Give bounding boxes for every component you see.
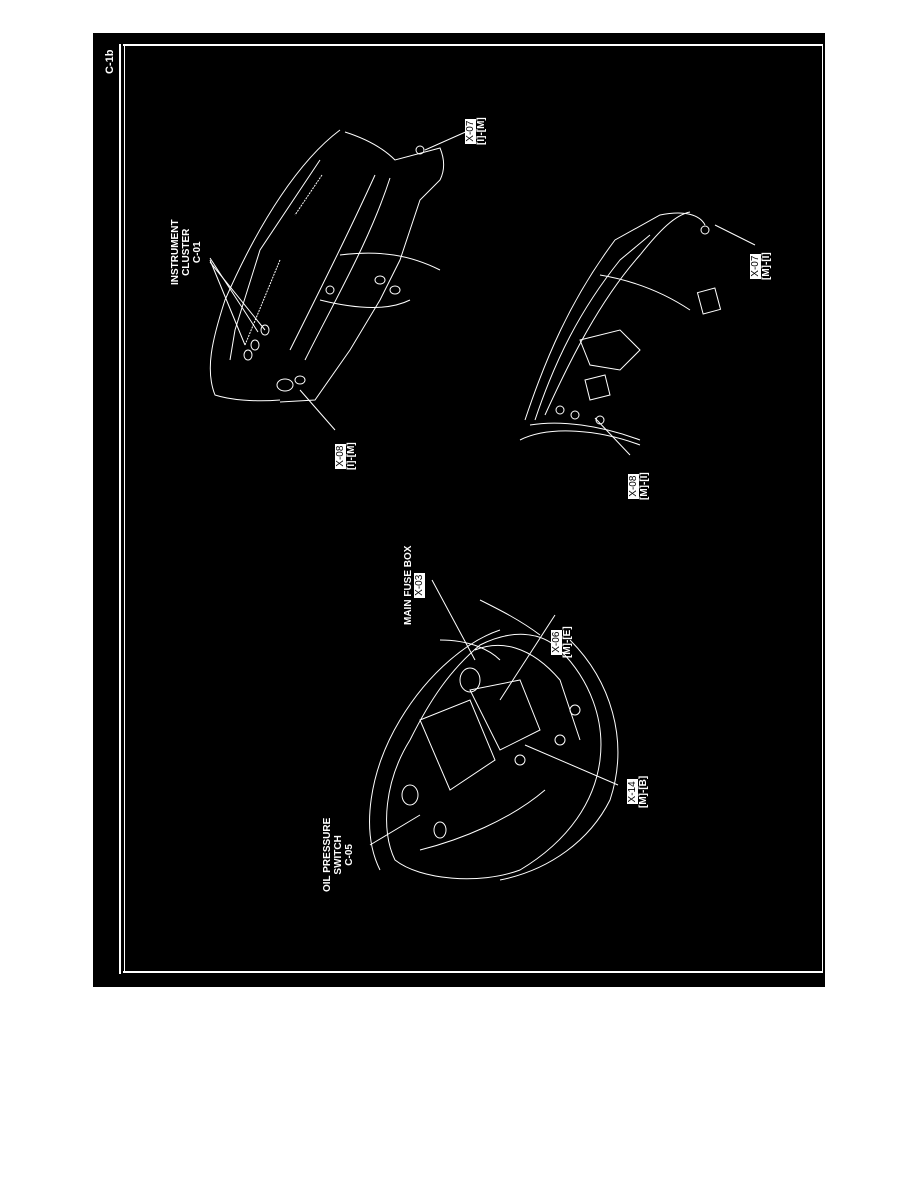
- connector-x08-instrument: X-08 [I]-[M]: [335, 442, 357, 470]
- connector-x07-rear: X-07 [M]-[I]: [750, 252, 772, 280]
- instrument-panel-front-drawing: [209, 129, 471, 431]
- connector-id: X-06: [551, 629, 562, 655]
- connector-id: X-14: [627, 779, 638, 805]
- engine-compartment-drawing: [369, 579, 619, 881]
- connector-x14: X-14 [M]-[B]: [627, 775, 649, 808]
- frame-bottom-rule: [123, 971, 823, 973]
- instrument-panel-rear-drawing: [519, 211, 756, 456]
- frame-left-rule: [124, 46, 125, 972]
- frame-top-rule: [123, 44, 823, 46]
- connector-id: X-07: [465, 118, 476, 144]
- diagram-sheet: [93, 33, 825, 987]
- connector-id: X-08: [628, 473, 639, 499]
- connector-id: X-08: [335, 443, 346, 469]
- connector-x08-rear: X-08 [M]-[I]: [628, 472, 650, 500]
- connector-id: X-03: [414, 572, 425, 598]
- frame-right-rule: [822, 44, 823, 973]
- instrument-cluster-label: INSTRUMENT CLUSTER C-01: [170, 219, 203, 285]
- connector-x07-instrument: X-07 [I]-[M]: [465, 117, 487, 145]
- connector-x06: X-06 [M]-[E]: [551, 626, 573, 658]
- main-fuse-box-label: MAIN FUSE BOX X-03: [403, 545, 425, 625]
- left-margin-rule: [119, 44, 121, 974]
- oil-pressure-switch-label: OIL PRESSURE SWITCH C-05: [322, 817, 355, 892]
- connector-id: X-07: [750, 253, 761, 279]
